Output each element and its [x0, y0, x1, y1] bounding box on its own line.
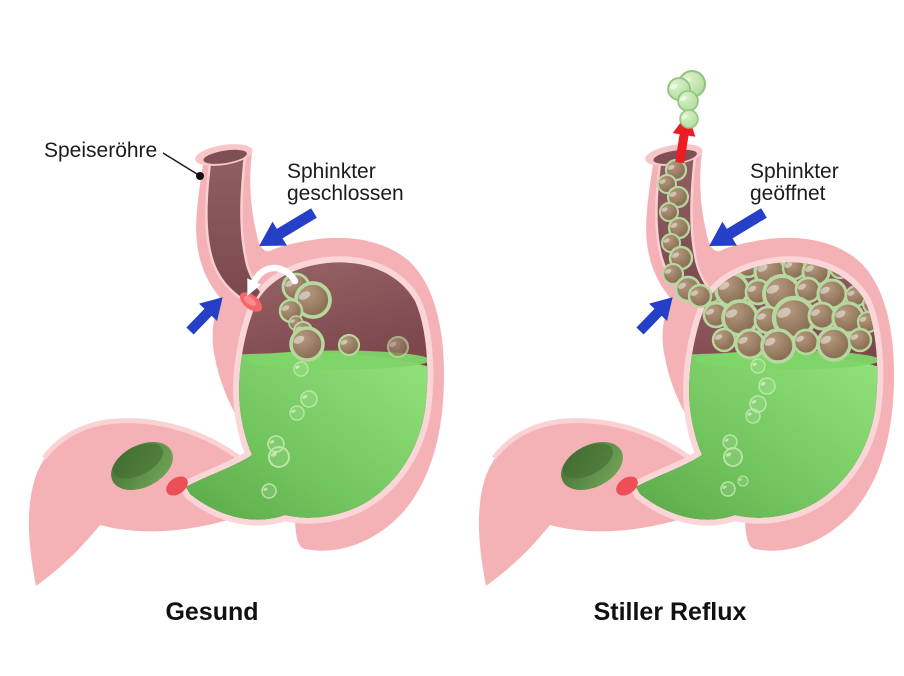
- sphincter-status-right-line1: Sphinkter: [750, 160, 839, 183]
- reflux-blocked-arrow-icon: [247, 264, 299, 296]
- sphincter-status-left-line2: geschlossen: [287, 182, 404, 205]
- escaping-gas-bubbles: [667, 69, 707, 129]
- silent-reflux-stomach-illustration: [479, 69, 894, 586]
- sphincter-status-right-line2: geöffnet: [750, 182, 826, 205]
- esophagus-label-leader: [162, 152, 204, 180]
- panel-title-healthy: Gesund: [165, 598, 259, 626]
- healthy-stomach-illustration: [29, 141, 444, 586]
- lower-esophageal-sphincter-closed: [239, 292, 263, 312]
- sphincter-status-label-right: Sphinkter geöffnet: [750, 161, 839, 205]
- sphincter-status-label-left: Sphinkter geschlossen: [287, 161, 404, 205]
- panel-title-silent-reflux: Stiller Reflux: [593, 598, 747, 626]
- sphincter-status-left-line1: Sphinkter: [287, 160, 376, 183]
- esophagus-label: Speiseröhre: [44, 139, 158, 162]
